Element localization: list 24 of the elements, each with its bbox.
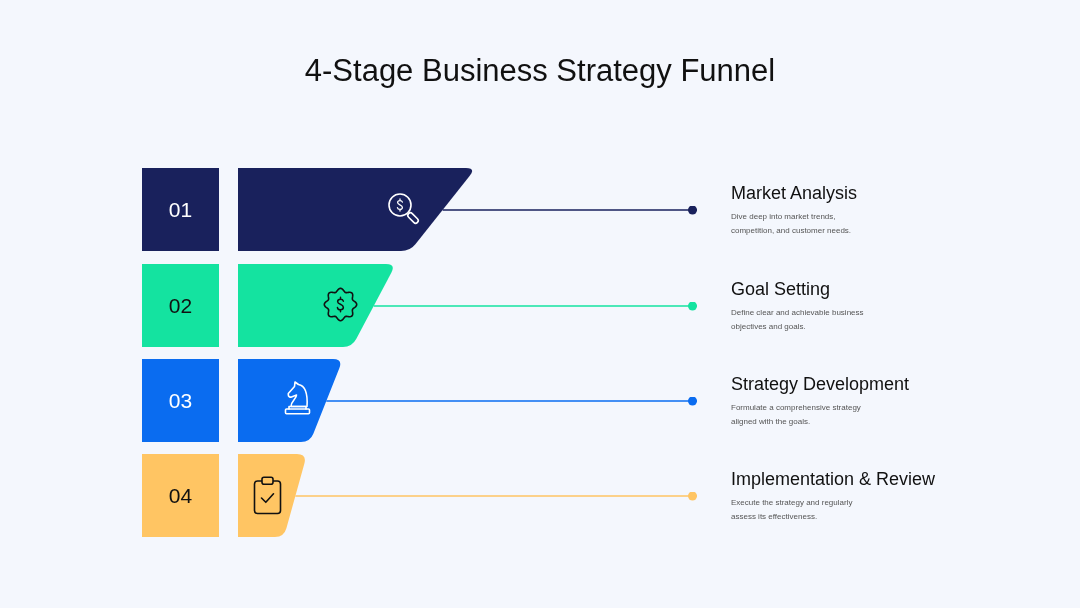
connector-line	[372, 301, 698, 311]
step-number: 01	[168, 197, 193, 222]
number-tile	[142, 264, 219, 347]
number-tile	[142, 359, 219, 442]
stage-description: Define clear and achievable business objectives and goals.	[731, 307, 865, 333]
step-number: 02	[168, 293, 193, 318]
connector-line	[294, 491, 698, 501]
stage-description: Execute the strategy and regularly assess its effectiveness.	[731, 497, 854, 523]
stage-title: Strategy Development	[731, 373, 910, 395]
number-tile	[142, 454, 219, 537]
funnel-band	[238, 264, 396, 347]
funnel-band	[238, 359, 343, 442]
stage-description: Formulate a comprehensive strategy aligned with the goals.	[731, 402, 862, 428]
step-number: 03	[168, 388, 193, 413]
number-tile	[142, 168, 219, 251]
stage-title: Goal Setting	[731, 278, 831, 300]
connector-line	[441, 205, 698, 215]
stage-title: Implementation & Review	[731, 468, 936, 490]
connector-line	[325, 396, 698, 406]
funnel-band	[238, 454, 307, 537]
diagram-title: 4-Stage Business Strategy Funnel	[304, 52, 776, 90]
step-number: 04	[168, 483, 193, 508]
stage-title: Market Analysis	[731, 182, 858, 204]
stage-description: Dive deep into market trends, competition, and customer needs.	[731, 211, 853, 237]
